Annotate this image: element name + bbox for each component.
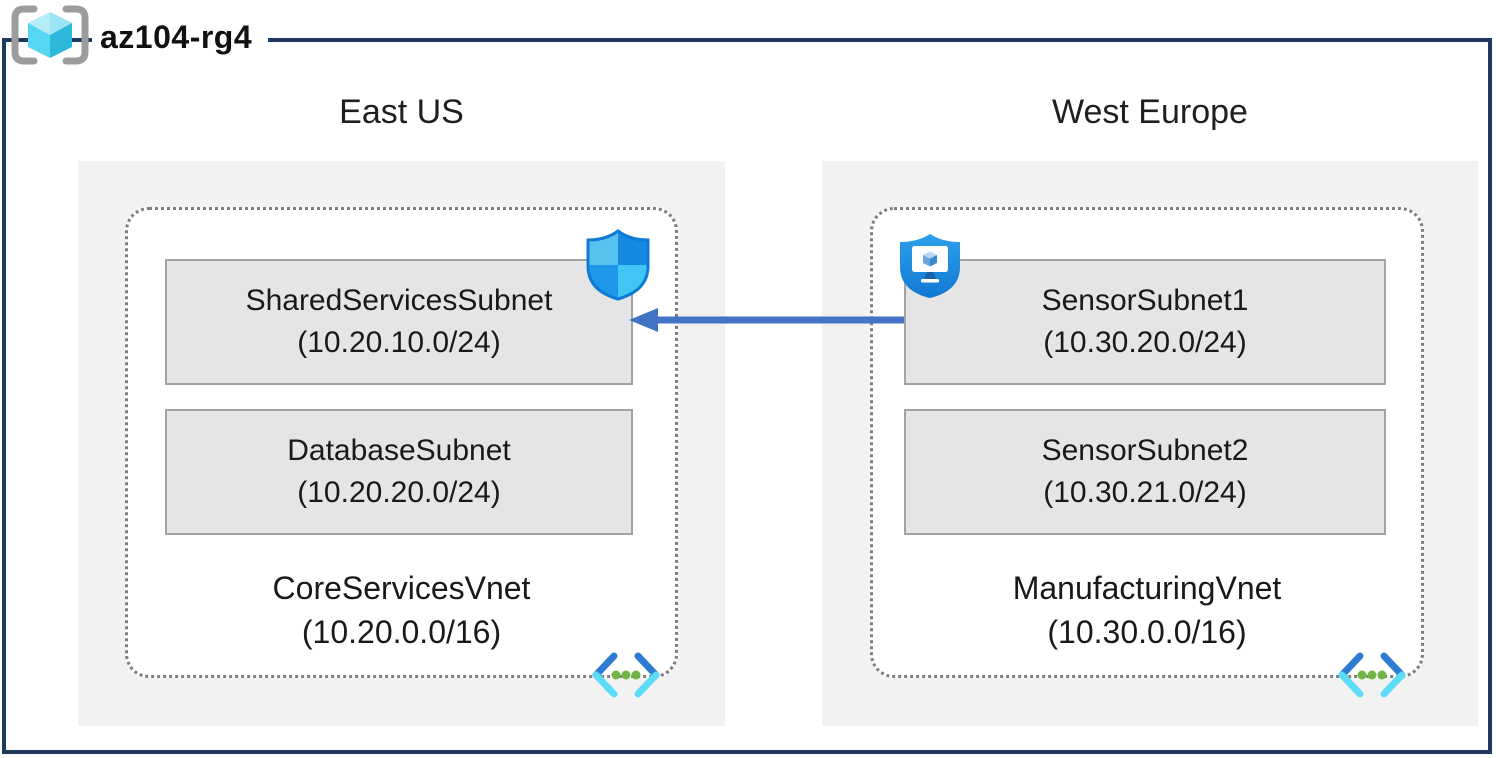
subnet-name: SharedServicesSubnet (245, 284, 553, 317)
vnet-name: ManufacturingVnet (1012, 570, 1282, 606)
vnet-core-services: SharedServicesSubnet (10.20.10.0/24) Dat… (125, 207, 678, 698)
application-security-group-icon (896, 231, 964, 301)
subnet-name: SensorSubnet1 (1041, 284, 1249, 317)
subnet-cidr: (10.30.20.0/24) (1043, 326, 1247, 359)
resource-group-legend: az104-rg4 (8, 4, 269, 71)
subnet-shared-services: SharedServicesSubnet (10.20.10.0/24) (165, 259, 633, 385)
vnet-name: CoreServicesVnet (272, 570, 531, 606)
resource-group-boundary (2, 38, 1492, 754)
vnet-cidr: (10.20.0.0/16) (301, 614, 502, 650)
network-security-shield-icon (585, 228, 651, 302)
subnet-cidr: (10.20.20.0/24) (297, 476, 501, 509)
vnet-label-core-services: CoreServicesVnet (10.20.0.0/16) (128, 566, 675, 654)
resource-group-title: az104-rg4 (92, 15, 269, 60)
subnet-name: DatabaseSubnet (287, 434, 511, 467)
vnet-label-manufacturing: ManufacturingVnet (10.30.0.0/16) (873, 566, 1421, 654)
virtual-network-icon (589, 648, 663, 702)
virtual-network-icon (1335, 648, 1409, 702)
region-title-east-us: East US (339, 93, 464, 131)
resource-group-icon (8, 4, 92, 71)
subnet-database: DatabaseSubnet (10.20.20.0/24) (165, 409, 633, 535)
vnet-manufacturing: SensorSubnet1 (10.30.20.0/24) SensorSubn… (870, 207, 1424, 698)
subnet-cidr: (10.20.10.0/24) (297, 326, 501, 359)
peering-arrow (626, 302, 906, 338)
region-east-us: SharedServicesSubnet (10.20.10.0/24) Dat… (78, 161, 725, 726)
subnet-name: SensorSubnet2 (1041, 434, 1249, 467)
vnet-cidr: (10.30.0.0/16) (1047, 614, 1247, 650)
subnet-sensor-1: SensorSubnet1 (10.30.20.0/24) (904, 259, 1386, 385)
subnet-cidr: (10.30.21.0/24) (1043, 476, 1247, 509)
subnet-sensor-2: SensorSubnet2 (10.30.21.0/24) (904, 409, 1386, 535)
region-title-west-europe: West Europe (1052, 93, 1248, 131)
